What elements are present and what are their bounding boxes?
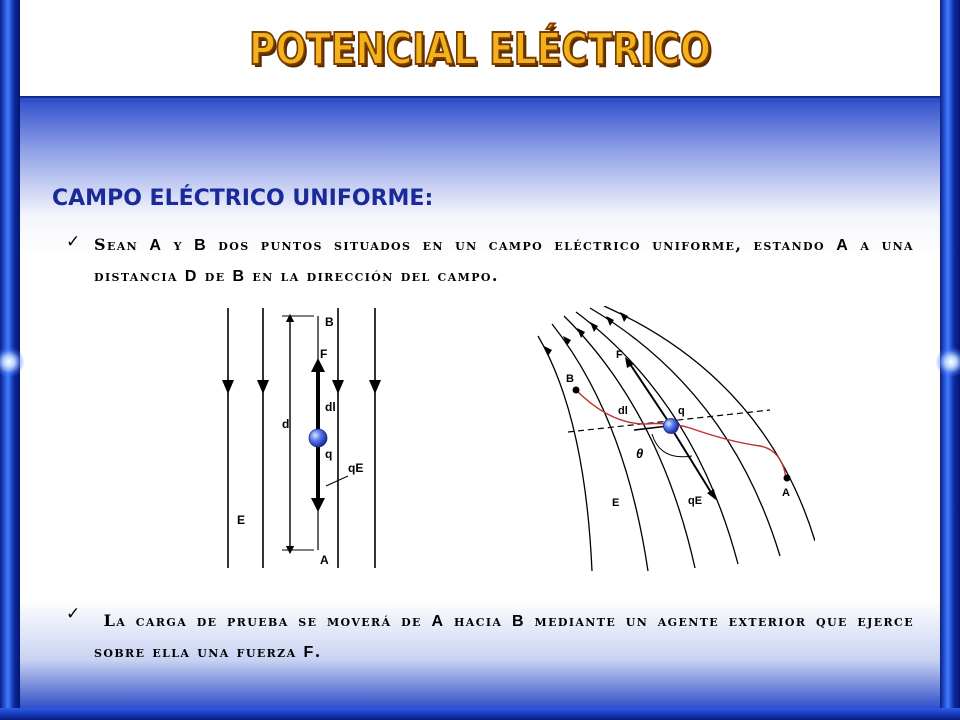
section-heading: CAMPO ELÉCTRICO UNIFORME:	[52, 186, 434, 211]
label-dl2: dl	[618, 405, 628, 417]
header-divider	[20, 96, 940, 100]
label-q: q	[325, 447, 332, 461]
label-d: d	[282, 417, 289, 431]
label-q2: q	[678, 405, 685, 417]
checkmark-icon: ✓	[66, 604, 81, 624]
curved-field-diagram: F B dl q θ E qE A	[537, 306, 815, 572]
label-dl: dl	[325, 400, 336, 414]
label-A2: A	[782, 487, 790, 499]
label-E: E	[237, 513, 245, 527]
label-A: A	[320, 553, 329, 567]
uniform-field-diagram: B F dl d q qE E A	[222, 308, 381, 568]
glow-left-icon	[0, 347, 24, 377]
label-qE2: qE	[688, 495, 702, 507]
slide-title: POTENCIAL ELÉCTRICO	[248, 23, 711, 76]
bullet-text-1: Sean A y B dos puntos situados en un cam…	[94, 235, 914, 285]
label-theta: θ	[636, 446, 643, 461]
checkmark-icon: ✓	[66, 232, 81, 252]
label-E2: E	[612, 497, 619, 509]
label-B: B	[325, 315, 334, 329]
slide-panel	[20, 0, 940, 708]
glow-right-icon	[936, 347, 960, 377]
bullet-text-2: La carga de prueba se moverá de A hacia …	[94, 611, 914, 661]
label-qE: qE	[348, 461, 363, 475]
label-F2: F	[616, 349, 623, 361]
label-B2: B	[566, 373, 574, 385]
label-F: F	[320, 347, 327, 361]
frame-bottom	[0, 708, 960, 720]
